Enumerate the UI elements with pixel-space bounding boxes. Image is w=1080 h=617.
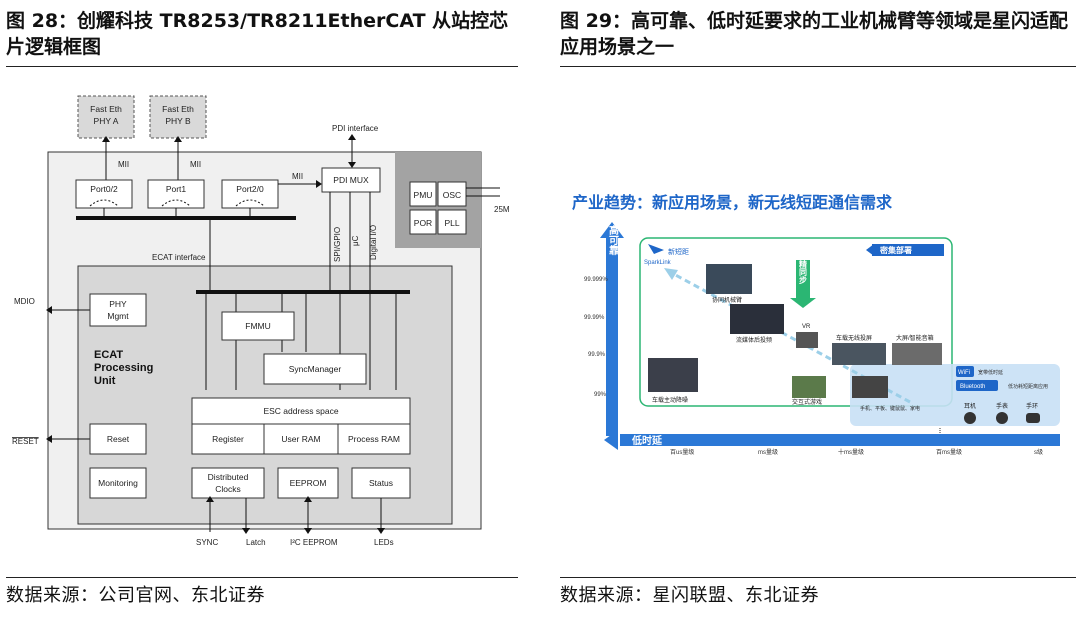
phone-image bbox=[852, 376, 888, 398]
mii-label-b: MII bbox=[190, 160, 201, 169]
fmmu: FMMU bbox=[245, 321, 271, 331]
reset-signal-label: RESET bbox=[12, 437, 39, 446]
y-tick-999: 99.9% bbox=[588, 352, 606, 358]
streaming-image bbox=[730, 304, 784, 334]
band-image bbox=[1026, 413, 1040, 423]
chart-headline: 产业趋势：新应用场景，新无线短距通信需求 bbox=[572, 193, 893, 212]
app-game: 交互式游戏 bbox=[792, 398, 822, 406]
pmu: PMU bbox=[414, 190, 433, 200]
robot-arm-image bbox=[706, 264, 752, 294]
x-axis-label: 低时延 bbox=[631, 434, 663, 447]
source-rule-left bbox=[6, 577, 518, 578]
earphone-image bbox=[964, 412, 976, 424]
sync-label: SYNC bbox=[196, 538, 218, 547]
mii-label-c: MII bbox=[292, 172, 303, 181]
pdi-interface-label: PDI interface bbox=[332, 124, 379, 133]
phy-mgmt-line2: Mgmt bbox=[107, 311, 129, 321]
phy-b-line2: PHY B bbox=[165, 116, 191, 126]
status: Status bbox=[369, 478, 393, 488]
title-rule-left bbox=[6, 66, 518, 67]
leds-label: LEDs bbox=[374, 538, 394, 547]
game-image bbox=[792, 376, 826, 398]
i2c-eeprom-label: I²C EEPROM bbox=[290, 538, 338, 547]
figure-29-source: 数据来源：星闪联盟、东北证券 bbox=[560, 585, 819, 606]
speaker-image bbox=[892, 343, 942, 365]
brand-sparklink: SparkLink bbox=[644, 260, 672, 266]
distributed-clocks-line2: Clocks bbox=[215, 484, 241, 494]
app-earphone: 耳机 bbox=[964, 402, 976, 410]
sparklink-scenario-chart: 产业趋势：新应用场景，新无线短距通信需求 高可靠 低时延 99.999% 99.… bbox=[572, 193, 1060, 456]
ecat-interface-label: ECAT interface bbox=[152, 253, 206, 262]
app-watch: 手表 bbox=[996, 402, 1008, 410]
epu-line1: ECAT bbox=[94, 349, 123, 361]
spi-gpio-label: SPI/GPIO bbox=[333, 227, 342, 262]
new-short-range-label: 新短距 bbox=[668, 247, 689, 256]
car-screen-image bbox=[832, 343, 886, 365]
title-rule-right bbox=[560, 66, 1076, 67]
reset-block: Reset bbox=[107, 434, 130, 444]
sparklink-logo-icon bbox=[648, 244, 664, 254]
y-axis-label: 高可靠 bbox=[607, 224, 619, 256]
monitoring: Monitoring bbox=[98, 478, 138, 488]
wifi-label: WiFi bbox=[958, 370, 970, 376]
x-tick-100us: 百us量级 bbox=[670, 448, 694, 456]
app-streaming: 流媒体后投频 bbox=[736, 336, 772, 344]
wifi-icon bbox=[956, 366, 974, 377]
port-0-2: Port0/2 bbox=[90, 184, 118, 194]
app-car-screen: 车载无线投屏 bbox=[836, 334, 872, 342]
uc-label: μC bbox=[351, 235, 360, 246]
phy-a-line1: Fast Eth bbox=[90, 104, 122, 114]
mdio-label: MDIO bbox=[14, 297, 35, 306]
osc: OSC bbox=[443, 190, 461, 200]
app-speaker: 大屏/智能音箱 bbox=[896, 334, 934, 342]
x-tick-10ms: 十ms量级 bbox=[838, 448, 864, 456]
sync-manager: SyncManager bbox=[289, 364, 342, 374]
car-anc-image bbox=[648, 358, 698, 392]
phy-mgmt-line1: PHY bbox=[109, 299, 127, 309]
ethercat-block-diagram: Fast Eth PHY A Fast Eth PHY B MII MII Po… bbox=[12, 95, 510, 547]
process-ram: Process RAM bbox=[348, 434, 400, 444]
source-rule-right bbox=[560, 577, 1076, 578]
clock-25m-label: 25M bbox=[494, 205, 510, 214]
epu-line2: Processing bbox=[94, 362, 153, 374]
port-2-0: Port2/0 bbox=[236, 184, 264, 194]
app-robot-arm: 协同机械臂 bbox=[712, 296, 742, 304]
x-tick-s: s级 bbox=[1034, 448, 1043, 456]
badge-sync: 精同步 bbox=[799, 259, 808, 285]
register: Register bbox=[212, 434, 244, 444]
digital-io-label: Digital I/O bbox=[369, 225, 378, 260]
por: POR bbox=[414, 218, 432, 228]
app-vr: VR bbox=[802, 324, 811, 330]
badge-dense-deployment: 密集部署 bbox=[879, 245, 912, 255]
bluetooth-label: Bluetooth bbox=[960, 384, 985, 390]
app-phone: 手机、平板、键鼠鼠、家电 bbox=[860, 405, 920, 412]
distributed-clocks-line1: Distributed bbox=[208, 472, 249, 482]
x-tick-ms: ms量级 bbox=[758, 448, 778, 456]
epu-line3: Unit bbox=[94, 375, 116, 387]
esc-address-space: ESC address space bbox=[263, 406, 338, 416]
watch-image bbox=[996, 412, 1008, 424]
pll: PLL bbox=[444, 218, 459, 228]
bluetooth-icon bbox=[956, 380, 998, 391]
y-tick-99999: 99.999% bbox=[584, 277, 608, 283]
x-tick-100ms: 百ms量级 bbox=[936, 448, 962, 456]
phy-a-line2: PHY A bbox=[94, 116, 119, 126]
user-ram: User RAM bbox=[281, 434, 320, 444]
y-tick-9999: 99.99% bbox=[584, 315, 605, 321]
mii-label-a: MII bbox=[118, 160, 129, 169]
vr-image bbox=[796, 332, 818, 348]
figure-29-title: 图 29：高可靠、低时延要求的工业机械臂等领域是星闪适配应用场景之一 bbox=[560, 10, 1069, 58]
wifi-desc: 宽带低时延 bbox=[978, 369, 1003, 376]
eeprom: EEPROM bbox=[290, 478, 327, 488]
port-1: Port1 bbox=[166, 184, 187, 194]
figure-28-source: 数据来源：公司官网、东北证券 bbox=[6, 585, 265, 606]
phy-b-line1: Fast Eth bbox=[162, 104, 194, 114]
bluetooth-desc: 低功耗短距离应用 bbox=[1008, 383, 1048, 390]
pdi-mux: PDI MUX bbox=[333, 175, 369, 185]
app-car-anc: 车载主动降噪 bbox=[652, 396, 688, 404]
y-tick-99: 99% bbox=[594, 392, 607, 398]
latch-label: Latch bbox=[246, 538, 266, 547]
app-band: 手环 bbox=[1026, 402, 1038, 410]
figure-28-title: 图 28：创耀科技 TR8253/TR8211EtherCAT 从站控芯片逻辑框… bbox=[6, 10, 509, 58]
